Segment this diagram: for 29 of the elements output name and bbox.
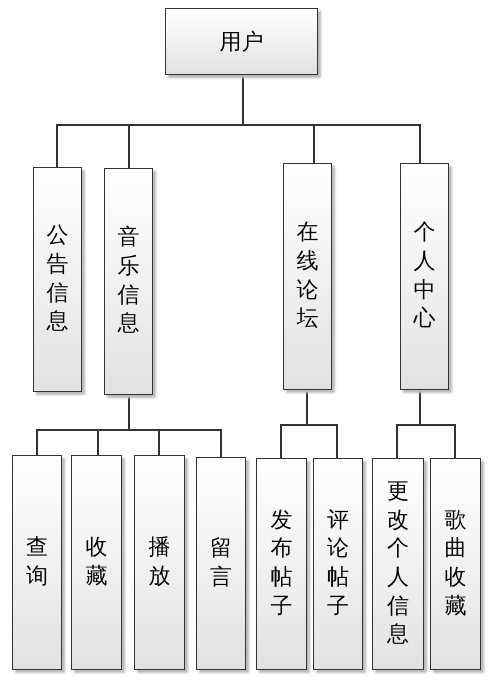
node-label: 歌曲收藏: [444, 506, 466, 621]
node-label: 留言: [210, 534, 232, 592]
node-label: 查询: [26, 534, 48, 590]
connector-line: [419, 390, 456, 458]
root-box: [165, 8, 318, 75]
node-label: 用户: [220, 28, 264, 56]
category-box: [12, 455, 62, 670]
category-box: [430, 458, 481, 670]
node-label: 播放: [148, 534, 170, 590]
category-box: [372, 458, 424, 670]
category-box: [400, 163, 449, 390]
node-label: 发布帖子: [270, 506, 292, 621]
category-box: [104, 168, 153, 395]
category-box: [313, 458, 363, 670]
node-label: 音乐信息: [118, 224, 140, 338]
connector-line: [242, 75, 421, 163]
category-box: [283, 163, 332, 390]
category-box: [196, 457, 246, 670]
connector-line: [306, 390, 338, 458]
category-box: [256, 458, 307, 670]
category-box: [33, 167, 82, 392]
category-box: [134, 455, 185, 670]
node-label: 评论帖子: [327, 506, 349, 621]
node-label: 收藏: [86, 534, 108, 590]
node-label: 在线论坛: [296, 219, 318, 334]
category-box: [71, 455, 122, 670]
node-label: 更改个人信息: [387, 478, 409, 650]
node-label: 个人中心: [414, 219, 436, 334]
node-label: 公告信息: [46, 222, 68, 336]
